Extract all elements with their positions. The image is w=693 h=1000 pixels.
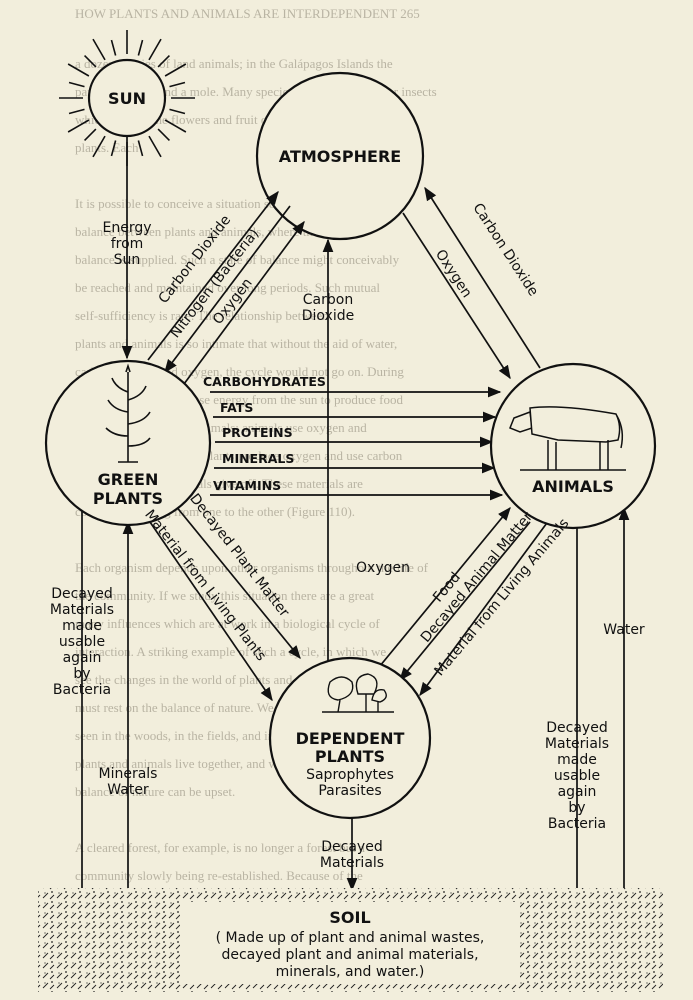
energy-label-3: Sun — [114, 252, 141, 268]
nutrient-fats: FATS — [220, 400, 253, 415]
background-text-line: balance is supplied. Such a state of bal… — [75, 252, 400, 267]
dependent-plants-label-2: PLANTS — [315, 747, 385, 766]
soil-node: SOIL ( Made up of plant and animal waste… — [38, 888, 663, 992]
decayed-right-label-line: usable — [554, 768, 600, 784]
nutrient-vitamins: VITAMINS — [213, 478, 281, 493]
decayed-left-label-line: again — [63, 650, 102, 666]
decayed-right-label-line: made — [557, 752, 597, 768]
atmosphere-node: ATMOSPHERE — [255, 71, 425, 241]
background-text-line: balance between plants and animals, wher… — [75, 224, 358, 239]
animals-label: ANIMALS — [532, 477, 614, 496]
soil-note-1: ( Made up of plant and animal wastes, — [216, 930, 485, 946]
co2-center-label-1: Carbon — [303, 292, 353, 308]
decayed-right-label-line: by — [568, 800, 585, 816]
green-plants-node: GREEN PLANTS — [44, 359, 212, 527]
decayed-left-label-line: by — [73, 666, 90, 682]
co2-center-label-2: Dioxide — [302, 308, 354, 324]
sun-rays-icon — [59, 30, 195, 166]
dependent-plants-label-1: DEPENDENT — [296, 729, 405, 748]
dependent-plants-sub-1: Saprophytes — [306, 767, 394, 783]
decayed-right-label-line: again — [558, 784, 597, 800]
soil-note-3: minerals, and water.) — [276, 964, 425, 980]
decayed-left-label-line: made — [62, 618, 102, 634]
sun-node: SUN — [59, 30, 195, 166]
decayed-right-label-line: Decayed — [546, 720, 607, 736]
background-text-line: plants and animals is so intimate that w… — [75, 336, 397, 351]
background-text-line: a dozen species of land animals; in the … — [75, 56, 393, 71]
decayed-left-label-line: usable — [59, 634, 105, 650]
page-header: HOW PLANTS AND ANIMALS ARE INTERDEPENDEN… — [75, 6, 420, 21]
co2-animals-label: Carbon Dioxide — [469, 200, 541, 299]
green-plants-label-2: PLANTS — [93, 489, 163, 508]
dependent-plants-sub-2: Parasites — [318, 783, 381, 799]
sun-label: SUN — [108, 89, 146, 108]
decayed-left-label-line: Decayed — [51, 586, 112, 602]
water-left-label: Water — [107, 782, 149, 798]
nutrient-carbohydrates: CARBOHYDRATES — [203, 374, 326, 389]
oxygen-dependent-label: Oxygen — [356, 560, 410, 576]
decayed-materials-label-1: Decayed — [321, 839, 382, 855]
soil-label: SOIL — [329, 908, 370, 927]
background-text-line: interaction. A striking example of such … — [75, 644, 386, 659]
soil-note-2: decayed plant and animal materials, — [221, 947, 478, 963]
cow-icon — [509, 406, 626, 471]
background-text-line: many influences which are at work in a b… — [75, 616, 380, 631]
background-text-line: self-sufficiency is rare. The relationsh… — [75, 308, 329, 323]
green-plants-label-1: GREEN — [98, 470, 159, 489]
background-text-line: community slowly being re-established. B… — [75, 868, 363, 883]
decayed-right-label-line: Bacteria — [548, 816, 606, 832]
background-text-line: the community. If we study this situatio… — [75, 588, 375, 603]
decayed-materials-label-2: Materials — [320, 855, 384, 871]
background-text-line: A cleared forest, for example, is no lon… — [75, 840, 365, 855]
nutrient-minerals: MINERALS — [222, 451, 294, 466]
dependent-plants-node: DEPENDENT PLANTS Saprophytes Parasites — [268, 656, 432, 820]
atmosphere-label: ATMOSPHERE — [279, 147, 401, 166]
background-text-line: Each organism depends upon other organis… — [75, 560, 429, 575]
energy-label-2: from — [111, 236, 144, 252]
animals-node: ANIMALS — [489, 362, 657, 530]
background-text-line: balance of nature can be upset. — [75, 784, 235, 799]
corn-plant-icon — [105, 363, 151, 463]
arrows — [76, 137, 630, 914]
decayed-left-label-line: Materials — [50, 602, 114, 618]
material-living-plants-label: Material from Living Plants — [141, 507, 269, 664]
water-right-label: Water — [603, 622, 645, 638]
minerals-label: Minerals — [99, 766, 158, 782]
decayed-left-label-line: Bacteria — [53, 682, 111, 698]
decayed-right-label-line: Materials — [545, 736, 609, 752]
nutrient-proteins: PROTEINS — [222, 425, 293, 440]
mushroom-icon — [322, 673, 394, 713]
energy-label-1: Energy — [102, 220, 151, 236]
background-text-line: plants. Each — [75, 140, 139, 155]
